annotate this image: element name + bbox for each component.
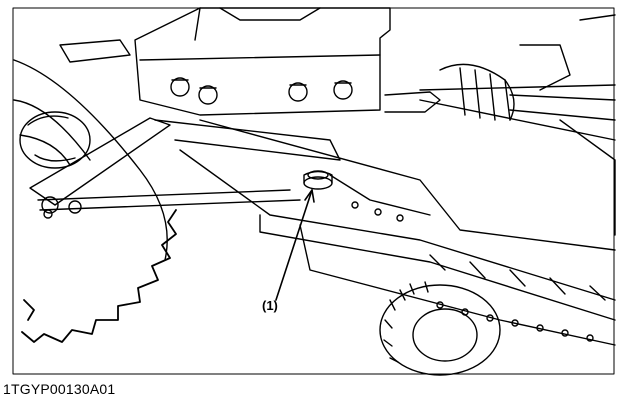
- right-wheel: [379, 281, 501, 376]
- cv-boot: [439, 14, 616, 236]
- left-tire-tread: [21, 209, 177, 343]
- skid-plate: [179, 119, 616, 346]
- leader-arrow-icon: [275, 189, 315, 301]
- a-arm: [29, 117, 341, 219]
- figure-code: 1TGYP00130A01: [3, 381, 116, 397]
- frame-tubes: [59, 7, 616, 141]
- mounting-bracket: [134, 7, 391, 116]
- callout-label: (1): [262, 298, 278, 313]
- drain-plug: [303, 170, 333, 190]
- left-wheel: [13, 59, 168, 261]
